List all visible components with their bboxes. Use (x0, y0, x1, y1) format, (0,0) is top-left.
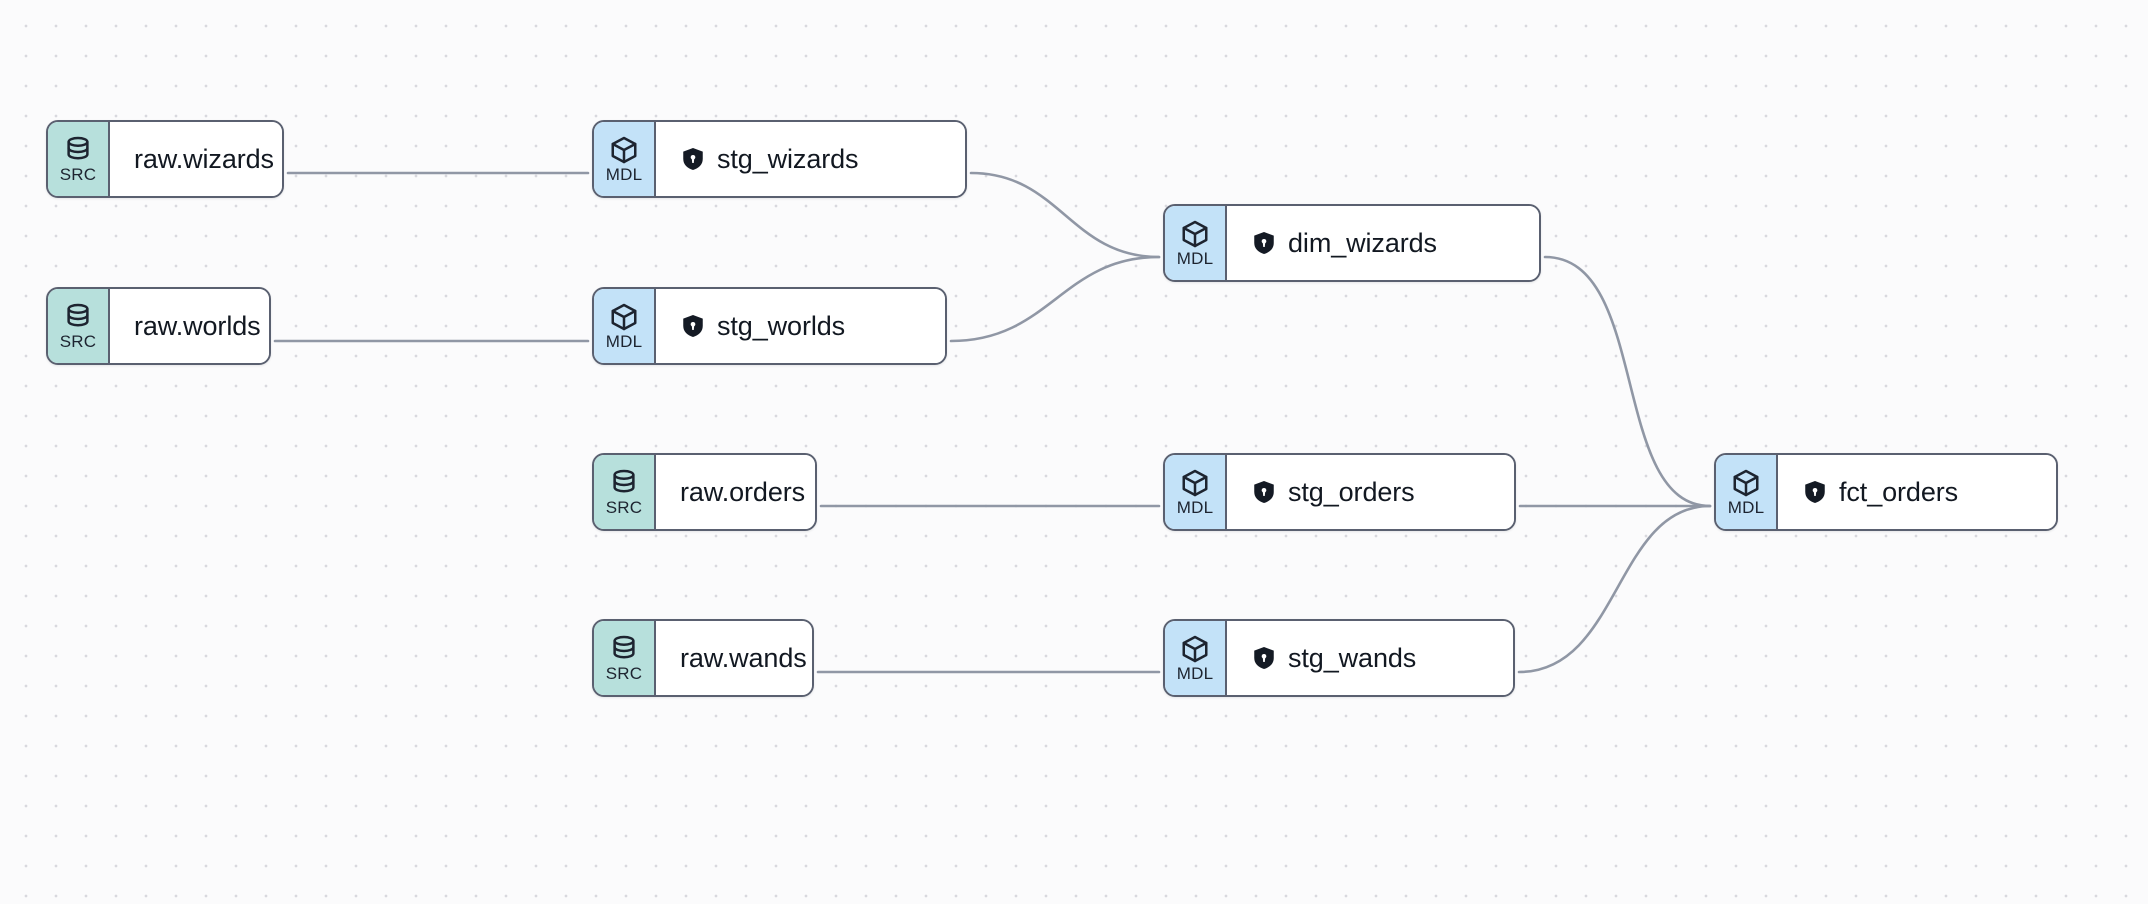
node-body: fct_orders (1778, 455, 2056, 529)
node-kind-badge: SRC (48, 122, 110, 196)
lineage-node-raw-orders[interactable]: SRC raw.orders (592, 453, 817, 531)
database-icon (609, 634, 639, 664)
database-icon (63, 135, 93, 165)
node-label: raw.wizards (134, 143, 274, 174)
node-kind-badge: MDL (1165, 206, 1227, 280)
node-label: fct_orders (1839, 476, 1959, 507)
node-label: stg_worlds (717, 310, 846, 341)
node-body: raw.wizards (110, 122, 282, 196)
node-body: dim_wizards (1227, 206, 1539, 280)
shield-lock-icon (1251, 479, 1277, 505)
lineage-edge (1543, 255, 1712, 508)
lineage-node-stg-orders[interactable]: MDL stg_orders (1163, 453, 1516, 531)
node-kind-label: MDL (605, 332, 643, 351)
node-body: stg_orders (1227, 455, 1514, 529)
lineage-node-raw-wands[interactable]: SRC raw.wands (592, 619, 814, 697)
node-kind-label: MDL (1727, 498, 1765, 517)
lineage-node-fct-orders[interactable]: MDL fct_orders (1714, 453, 2058, 531)
node-label: raw.worlds (134, 310, 261, 341)
node-label: stg_wizards (717, 143, 859, 174)
cube-icon (1180, 219, 1210, 249)
node-body: raw.worlds (110, 289, 269, 363)
database-icon (609, 468, 639, 498)
node-kind-label: MDL (1176, 498, 1214, 517)
cube-icon (1180, 468, 1210, 498)
lineage-edge (969, 171, 1161, 259)
node-kind-badge: MDL (1716, 455, 1778, 529)
node-kind-badge: SRC (594, 621, 656, 695)
node-label: stg_orders (1288, 476, 1415, 507)
node-kind-label: SRC (59, 332, 97, 351)
shield-lock-icon (680, 146, 706, 172)
lineage-node-dim-wizards[interactable]: MDL dim_wizards (1163, 204, 1541, 282)
node-body: stg_worlds (656, 289, 945, 363)
lineage-edge (1517, 504, 1712, 674)
lineage-node-raw-wizards[interactable]: SRC raw.wizards (46, 120, 284, 198)
node-kind-label: MDL (605, 165, 643, 184)
shield-lock-icon (1251, 645, 1277, 671)
node-body: raw.orders (656, 455, 815, 529)
shield-lock-icon (1802, 479, 1828, 505)
node-kind-badge: SRC (48, 289, 110, 363)
lineage-edge (949, 255, 1161, 343)
node-kind-badge: MDL (594, 122, 656, 196)
node-label: raw.wands (680, 642, 807, 673)
node-kind-label: SRC (605, 664, 643, 683)
cube-icon (1180, 634, 1210, 664)
lineage-node-stg-worlds[interactable]: MDL stg_worlds (592, 287, 947, 365)
node-body: raw.wands (656, 621, 812, 695)
node-body: stg_wizards (656, 122, 965, 196)
cube-icon (609, 302, 639, 332)
lineage-node-stg-wands[interactable]: MDL stg_wands (1163, 619, 1515, 697)
cube-icon (1731, 468, 1761, 498)
database-icon (63, 302, 93, 332)
node-kind-label: SRC (605, 498, 643, 517)
node-body: stg_wands (1227, 621, 1513, 695)
cube-icon (609, 135, 639, 165)
node-kind-badge: SRC (594, 455, 656, 529)
node-kind-badge: MDL (1165, 621, 1227, 695)
node-kind-badge: MDL (594, 289, 656, 363)
node-label: raw.orders (680, 476, 806, 507)
lineage-node-stg-wizards[interactable]: MDL stg_wizards (592, 120, 967, 198)
node-kind-badge: MDL (1165, 455, 1227, 529)
node-label: stg_wands (1288, 642, 1417, 673)
shield-lock-icon (680, 313, 706, 339)
node-label: dim_wizards (1288, 227, 1437, 258)
shield-lock-icon (1251, 230, 1277, 256)
lineage-node-raw-worlds[interactable]: SRC raw.worlds (46, 287, 271, 365)
node-kind-label: MDL (1176, 664, 1214, 683)
node-kind-label: MDL (1176, 249, 1214, 268)
node-kind-label: SRC (59, 165, 97, 184)
